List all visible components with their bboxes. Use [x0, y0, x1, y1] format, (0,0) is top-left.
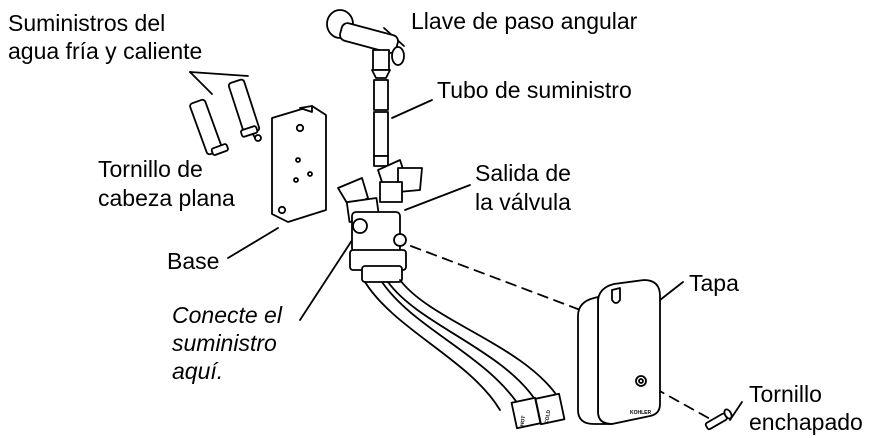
flat-head-screw	[254, 134, 262, 142]
label-connect-line3: aquí.	[172, 358, 224, 384]
label-screw-line1: Tornillo de	[98, 156, 203, 182]
label-screw-line2: cabeza plana	[98, 185, 235, 211]
plated-screw	[704, 408, 733, 431]
supply-tube	[373, 79, 389, 167]
cover	[577, 279, 661, 425]
flexible-hoses	[364, 279, 561, 411]
label-cover: Tapa	[689, 270, 739, 296]
label-supplies-line1: Suministros del	[8, 10, 166, 36]
hose-tags	[510, 392, 566, 430]
angle-stop-valve	[326, 9, 405, 79]
label-base: Base	[167, 248, 220, 274]
label-plated-screw-line2: enchapado	[749, 409, 863, 435]
label-valve-outlet-line2: la válvula	[475, 189, 571, 215]
supply-tubes	[189, 78, 261, 156]
label-connect-line1: Conecte el	[172, 302, 282, 328]
label-supply-tube: Tubo de suministro	[437, 77, 632, 103]
leader-lines	[189, 27, 743, 421]
label-connect-line2: suministro	[172, 330, 277, 356]
cover-brand-text: KOHLER	[630, 410, 652, 416]
valve-body	[337, 159, 423, 283]
label-angle-stop: Llave de paso angular	[411, 8, 638, 34]
label-supplies-line2: agua fría y caliente	[8, 38, 203, 64]
label-valve-outlet-line1: Salida de	[475, 160, 571, 186]
base-plate	[271, 105, 327, 223]
label-plated-screw-line1: Tornillo	[749, 381, 822, 407]
